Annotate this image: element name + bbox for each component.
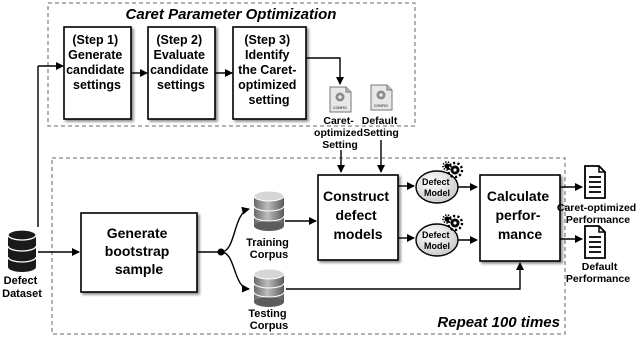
default-performance-document-icon [584, 225, 606, 259]
step-3-box [232, 26, 307, 120]
repeat-group-title: Repeat 100 times [437, 314, 560, 331]
arrow-testing-to-calculate [286, 262, 524, 290]
step-3-label: (Step 3) Identify the Caret- optimized s… [238, 33, 300, 107]
svg-text:CONFIG: CONFIG [333, 106, 347, 110]
defect-model-bottom-label: Defect Model [422, 230, 452, 251]
defect-model-bottom [415, 214, 464, 257]
step-1-label: (Step 1) Generate candidate settings [66, 33, 128, 92]
repeat-group [51, 157, 566, 335]
calculate-label: Calculate perfor- mance [487, 188, 553, 242]
caret-optimization-title: Caret Parameter Optimization [126, 6, 337, 23]
defect-dataset-label: Defect Dataset [2, 275, 42, 300]
step-2-box [147, 26, 216, 120]
calculate-box [479, 174, 561, 262]
step-2-label: (Step 2) Evaluate candidate settings [150, 33, 212, 92]
default-performance-label: Default Performance [566, 261, 630, 285]
gear-icon [442, 161, 452, 171]
caret-performance-document-icon [584, 165, 606, 199]
training-corpus-label: Training Corpus [246, 237, 292, 261]
testing-corpus-label: Testing Corpus [248, 308, 289, 332]
svg-text:CONFIG: CONFIG [374, 104, 388, 108]
bootstrap-label: Generate bootstrap sample [105, 225, 173, 277]
testing-corpus-icon [253, 268, 285, 307]
defect-model-top-label: Defect Model [422, 177, 452, 198]
arrow-to-training [220, 206, 250, 253]
defect-dataset-icon [7, 229, 37, 272]
caret-performance-label: Caret-optimized Performance [557, 202, 637, 226]
bootstrap-box [80, 212, 198, 293]
training-corpus-icon [253, 190, 285, 231]
arrow-step3-to-caret-setting [306, 57, 344, 85]
gear-icon [446, 161, 464, 179]
construct-label: Construct defect models [323, 188, 393, 242]
gear-icon [442, 214, 452, 224]
arrow-to-testing [220, 251, 250, 293]
caret-optimization-group [47, 2, 416, 127]
default-config-icon: CONFIG [370, 84, 393, 111]
caret-optimization-title-bg [49, 4, 414, 23]
gear-icon [446, 214, 464, 232]
construct-box [317, 174, 399, 261]
default-setting-label: Default Setting [362, 115, 401, 139]
defect-model-top [415, 161, 464, 204]
step-1-box [63, 26, 132, 120]
caret-config-icon: CONFIG [329, 86, 352, 113]
caret-setting-label: Caret- optimized Setting [314, 115, 366, 151]
